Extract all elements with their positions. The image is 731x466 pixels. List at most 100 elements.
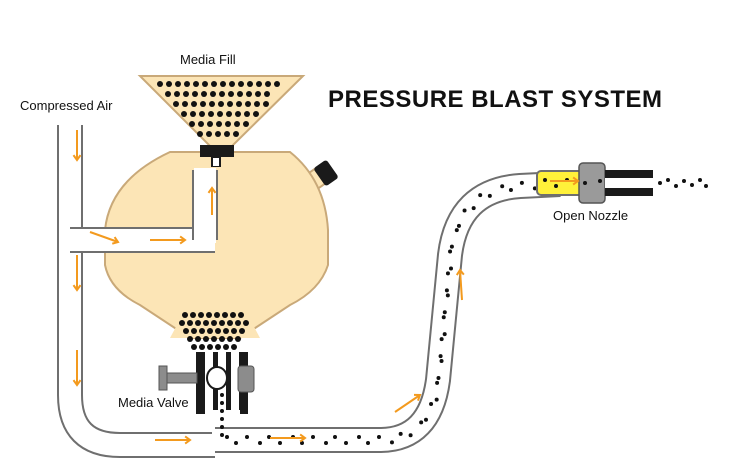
- media-particle: [598, 179, 602, 183]
- media-particle: [215, 131, 221, 137]
- media-particle: [206, 312, 212, 318]
- media-particle: [179, 320, 185, 326]
- media-particle: [235, 111, 241, 117]
- media-particle: [220, 401, 224, 405]
- media-particle: [157, 81, 163, 87]
- media-particle: [278, 441, 282, 445]
- media-particle: [191, 344, 197, 350]
- media-particle: [202, 81, 208, 87]
- media-particle: [166, 81, 172, 87]
- open-nozzle: [536, 162, 708, 204]
- media-particle: [184, 81, 190, 87]
- media-particle: [253, 111, 259, 117]
- media-particle: [389, 440, 394, 445]
- media-particle: [220, 393, 224, 397]
- media-particle: [471, 206, 476, 211]
- media-particle: [218, 101, 224, 107]
- media-particle: [508, 187, 513, 192]
- media-particle: [195, 336, 201, 342]
- blast-hose: [212, 171, 563, 453]
- media-particle: [231, 328, 237, 334]
- media-particle: [436, 375, 441, 380]
- media-particle: [478, 193, 483, 198]
- media-particle: [439, 359, 444, 364]
- media-particle: [181, 111, 187, 117]
- media-particle: [236, 101, 242, 107]
- media-particle: [203, 320, 209, 326]
- media-particle: [206, 131, 212, 137]
- flow-arrow-icon: [150, 235, 187, 245]
- media-particle: [324, 441, 328, 445]
- media-particle: [255, 91, 261, 97]
- media-particle: [199, 328, 205, 334]
- media-particle: [231, 344, 237, 350]
- media-particle: [462, 208, 467, 213]
- media-particle: [445, 271, 450, 276]
- media-particle: [448, 249, 453, 254]
- media-particle: [207, 121, 213, 127]
- media-particle: [219, 336, 225, 342]
- media-particle: [223, 328, 229, 334]
- flow-arrow-icon: [207, 186, 217, 215]
- media-particle: [254, 101, 260, 107]
- media-particle: [438, 354, 443, 359]
- media-particle: [456, 223, 461, 228]
- media-particle: [274, 81, 280, 87]
- media-particle: [219, 320, 225, 326]
- media-particle: [220, 433, 224, 437]
- media-particle: [233, 131, 239, 137]
- media-particle: [226, 111, 232, 117]
- media-particle: [220, 81, 226, 87]
- media-particle: [215, 344, 221, 350]
- media-particle: [238, 312, 244, 318]
- media-particle: [220, 417, 224, 421]
- media-particle: [442, 310, 447, 315]
- flow-arrow-icon: [72, 350, 82, 387]
- media-particle: [219, 91, 225, 97]
- media-particle: [333, 435, 337, 439]
- media-particle: [366, 441, 370, 445]
- media-particle: [244, 111, 250, 117]
- media-particle: [234, 441, 238, 445]
- media-particle: [429, 401, 434, 406]
- media-particle: [311, 435, 315, 439]
- media-particle: [228, 91, 234, 97]
- media-particle: [197, 131, 203, 137]
- media-particle: [195, 320, 201, 326]
- media-particle: [199, 344, 205, 350]
- media-particle: [682, 179, 686, 183]
- flow-arrow-icon: [155, 435, 192, 445]
- media-particle: [220, 425, 224, 429]
- media-particle: [220, 409, 224, 413]
- media-particle: [215, 328, 221, 334]
- media-particle: [238, 81, 244, 87]
- media-particle: [200, 101, 206, 107]
- media-particle: [230, 312, 236, 318]
- label-media-fill: Media Fill: [180, 52, 236, 67]
- media-particle: [263, 101, 269, 107]
- media-valve: [158, 352, 255, 430]
- media-particle: [223, 344, 229, 350]
- media-particle: [225, 121, 231, 127]
- media-particle: [264, 91, 270, 97]
- media-particle: [227, 336, 233, 342]
- media-particle: [190, 111, 196, 117]
- media-particle: [265, 81, 271, 87]
- label-compressed-air: Compressed Air: [20, 98, 113, 113]
- media-particle: [211, 81, 217, 87]
- flow-arrow-icon: [72, 255, 82, 292]
- media-particle: [227, 320, 233, 326]
- media-particle: [441, 315, 446, 320]
- media-particle: [487, 193, 492, 198]
- media-particle: [258, 441, 262, 445]
- media-particle: [182, 101, 188, 107]
- media-particle: [445, 293, 450, 298]
- media-particle: [435, 380, 440, 385]
- media-particle: [439, 337, 444, 342]
- media-particle: [193, 81, 199, 87]
- media-particle: [444, 288, 449, 293]
- media-particle: [698, 178, 702, 182]
- media-particle: [377, 435, 381, 439]
- media-particle: [201, 91, 207, 97]
- media-particle: [448, 266, 453, 271]
